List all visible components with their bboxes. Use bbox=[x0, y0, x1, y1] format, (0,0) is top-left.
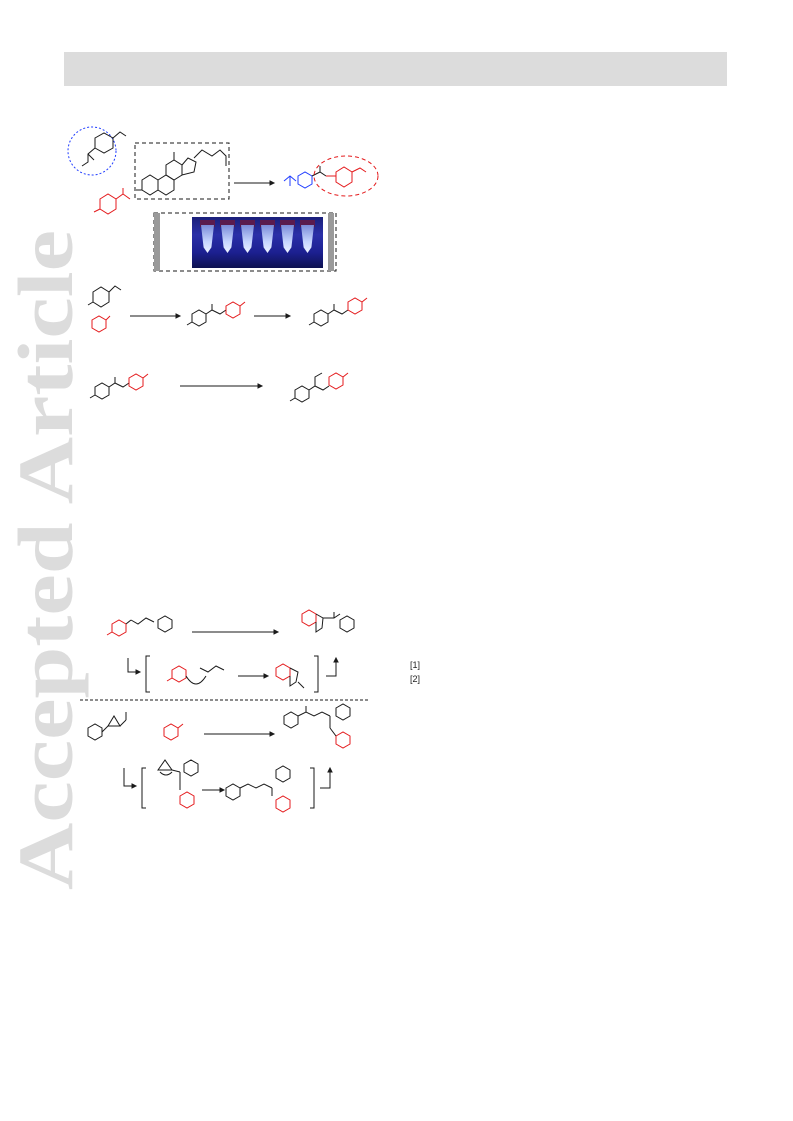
tube-cap bbox=[260, 220, 275, 227]
tube-cap bbox=[300, 220, 315, 227]
tube-cap bbox=[200, 220, 215, 227]
bracket-left-1 bbox=[145, 655, 150, 693]
vial bbox=[301, 225, 314, 253]
blue-product-fragment bbox=[283, 171, 313, 189]
reference-label-2: [2] bbox=[410, 674, 421, 684]
bracket-right-2 bbox=[310, 767, 315, 809]
cholesterol-structure bbox=[141, 149, 227, 196]
dotted-blue-circle bbox=[67, 126, 117, 176]
vial bbox=[281, 225, 294, 253]
uv-fluorescence-photo bbox=[192, 217, 323, 268]
bracket-left-2 bbox=[141, 767, 146, 809]
dashed-red-ellipse bbox=[313, 155, 379, 197]
vial bbox=[221, 225, 234, 253]
vial bbox=[241, 225, 254, 253]
reference-label-1: [1] bbox=[410, 660, 421, 670]
tube-cap bbox=[240, 220, 255, 227]
vial bbox=[201, 225, 214, 253]
tube-cap bbox=[280, 220, 295, 227]
tube-cap bbox=[220, 220, 235, 227]
page-header-bar bbox=[64, 52, 727, 86]
red-aryl-ketone bbox=[99, 193, 117, 215]
vial bbox=[261, 225, 274, 253]
vinyl-toluene bbox=[92, 286, 110, 308]
cholesterol-dashed-box bbox=[134, 142, 230, 200]
bracket-right-1 bbox=[314, 655, 319, 693]
red-toluene bbox=[91, 315, 107, 333]
styrene-ring bbox=[94, 132, 114, 154]
